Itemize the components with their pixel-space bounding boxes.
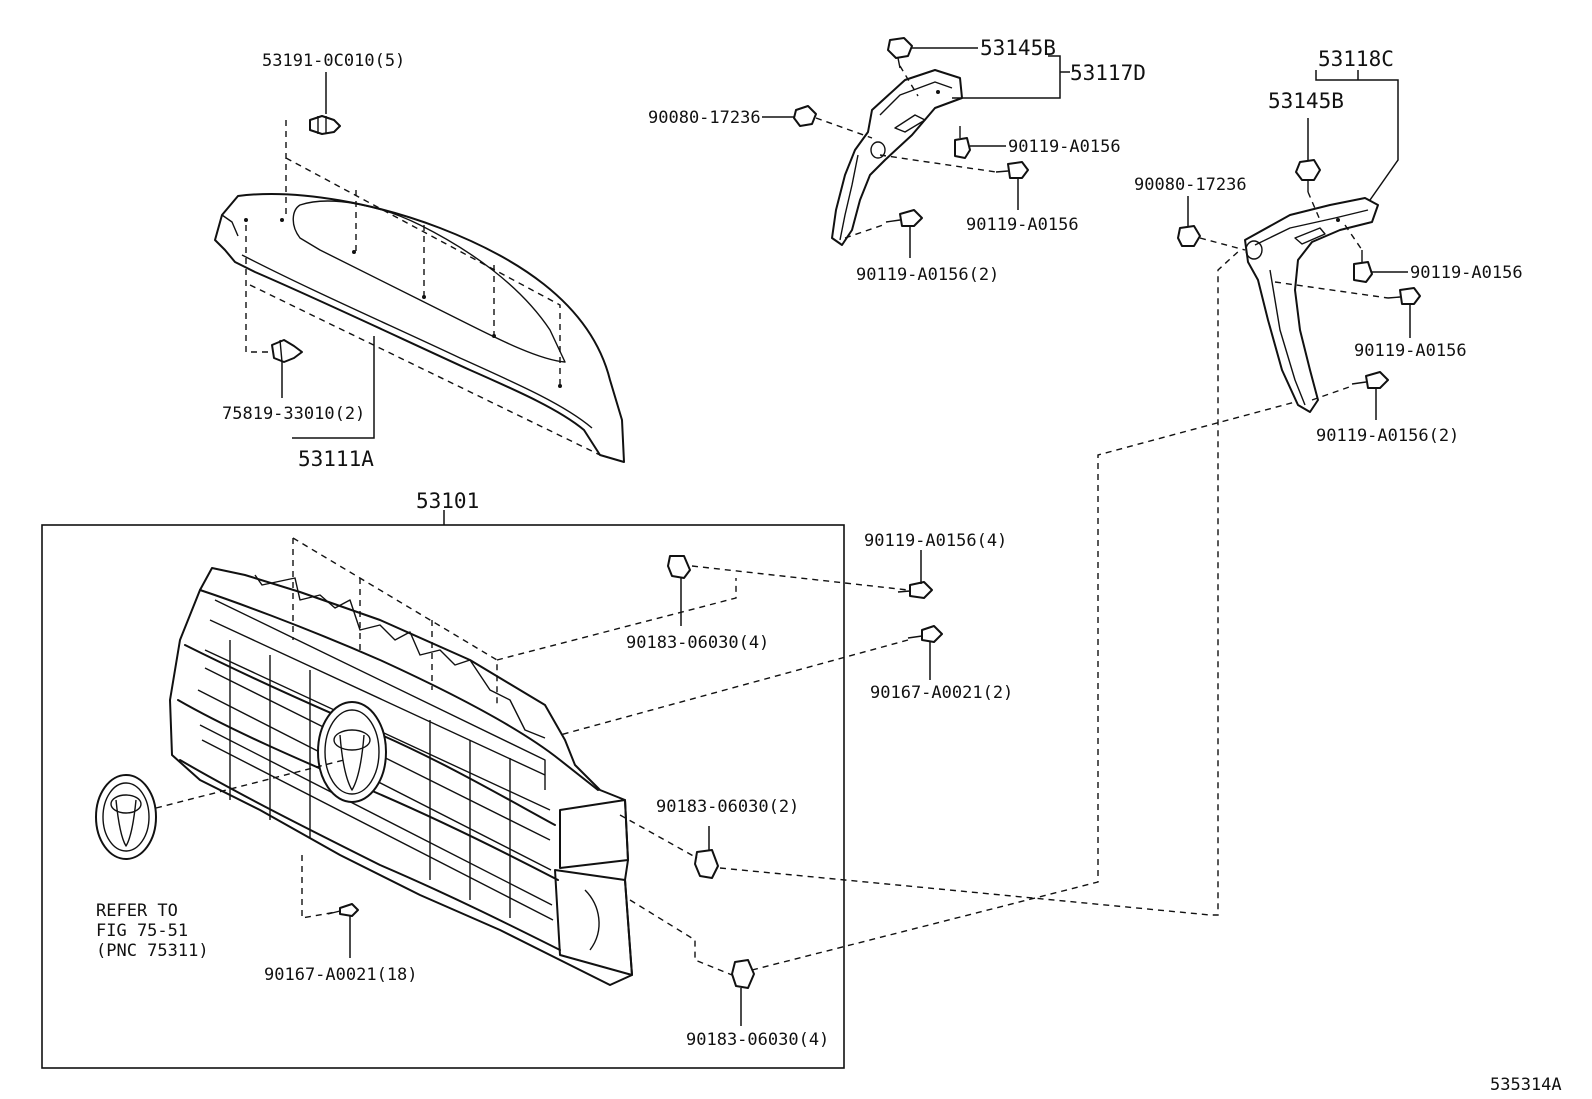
- label-bracket-r-nut: 90080-17236: [1134, 175, 1247, 195]
- label-bracket-l-bolt-2: 90119-A0156: [966, 215, 1079, 235]
- bracket-l-bolt-2-icon: [995, 161, 1029, 179]
- clip-top-icon: [309, 115, 341, 135]
- clip-molding-icon: [271, 339, 303, 363]
- label-bracket-r-clip: 53145B: [1268, 89, 1344, 113]
- bracket-r-bolt-2-icon: [1387, 287, 1421, 305]
- bracket-l-clip-icon: [887, 37, 913, 69]
- grille-assembly-box: [41, 524, 845, 1069]
- bracket-l-bolt-3-icon: [885, 209, 923, 227]
- label-bracket-r-bolt-1: 90119-A0156: [1410, 263, 1523, 283]
- label-nut-upper-grille: 90183-06030(4): [626, 633, 769, 653]
- label-bracket-l-bolt-1: 90119-A0156: [1008, 137, 1121, 157]
- label-bolt-upper-grille: 90119-A0156(4): [864, 531, 1007, 551]
- label-emblem-ref-2: FIG 75-51: [96, 921, 188, 941]
- label-bracket-r: 53118C: [1318, 47, 1394, 71]
- label-nut-side-mid: 90183-06030(2): [656, 797, 799, 817]
- nut-upper-grille-icon: [667, 555, 691, 579]
- label-bracket-r-bolt-2: 90119-A0156: [1354, 341, 1467, 361]
- bracket-l-nut-icon: [793, 105, 817, 127]
- radiator-grille: [169, 567, 633, 986]
- label-grille: 53101: [416, 489, 479, 513]
- label-bracket-l: 53117D: [1070, 61, 1146, 85]
- nut-side-mid-icon: [694, 849, 719, 879]
- label-bracket-l-clip: 53145B: [980, 36, 1056, 60]
- label-molding: 53111A: [298, 447, 374, 471]
- bracket-r-nut-icon: [1177, 225, 1201, 247]
- label-screw-lower: 90167-A0021(18): [264, 965, 418, 985]
- label-emblem-ref-1: REFER TO: [96, 901, 178, 921]
- bracket-left: [831, 69, 963, 246]
- label-bracket-l-bolt-3: 90119-A0156(2): [856, 265, 999, 285]
- screw-lower-icon: [327, 903, 359, 917]
- bracket-r-clip-icon: [1295, 159, 1321, 192]
- nut-side-low-icon: [731, 959, 755, 989]
- screw-side-icon: [907, 625, 943, 643]
- bracket-right: [1244, 197, 1379, 413]
- grille-emblem-icon: [317, 701, 387, 803]
- bracket-r-bolt-3-icon: [1351, 371, 1389, 389]
- label-bracket-r-bolt-3: 90119-A0156(2): [1316, 426, 1459, 446]
- label-clip-top: 53191-0C010(5): [262, 51, 405, 71]
- label-bracket-l-nut: 90080-17236: [648, 108, 761, 128]
- grille-molding: [214, 120, 625, 463]
- bracket-r-bolt-1-icon: [1353, 250, 1373, 283]
- label-screw-side: 90167-A0021(2): [870, 683, 1013, 703]
- emblem-icon: [95, 774, 157, 860]
- label-emblem-ref-3: (PNC 75311): [96, 941, 209, 961]
- label-clip-molding: 75819-33010(2): [222, 404, 365, 424]
- diagram-id: 535314A: [1490, 1075, 1562, 1095]
- bracket-l-bolt-1-icon: [954, 126, 971, 159]
- label-nut-side-low: 90183-06030(4): [686, 1030, 829, 1050]
